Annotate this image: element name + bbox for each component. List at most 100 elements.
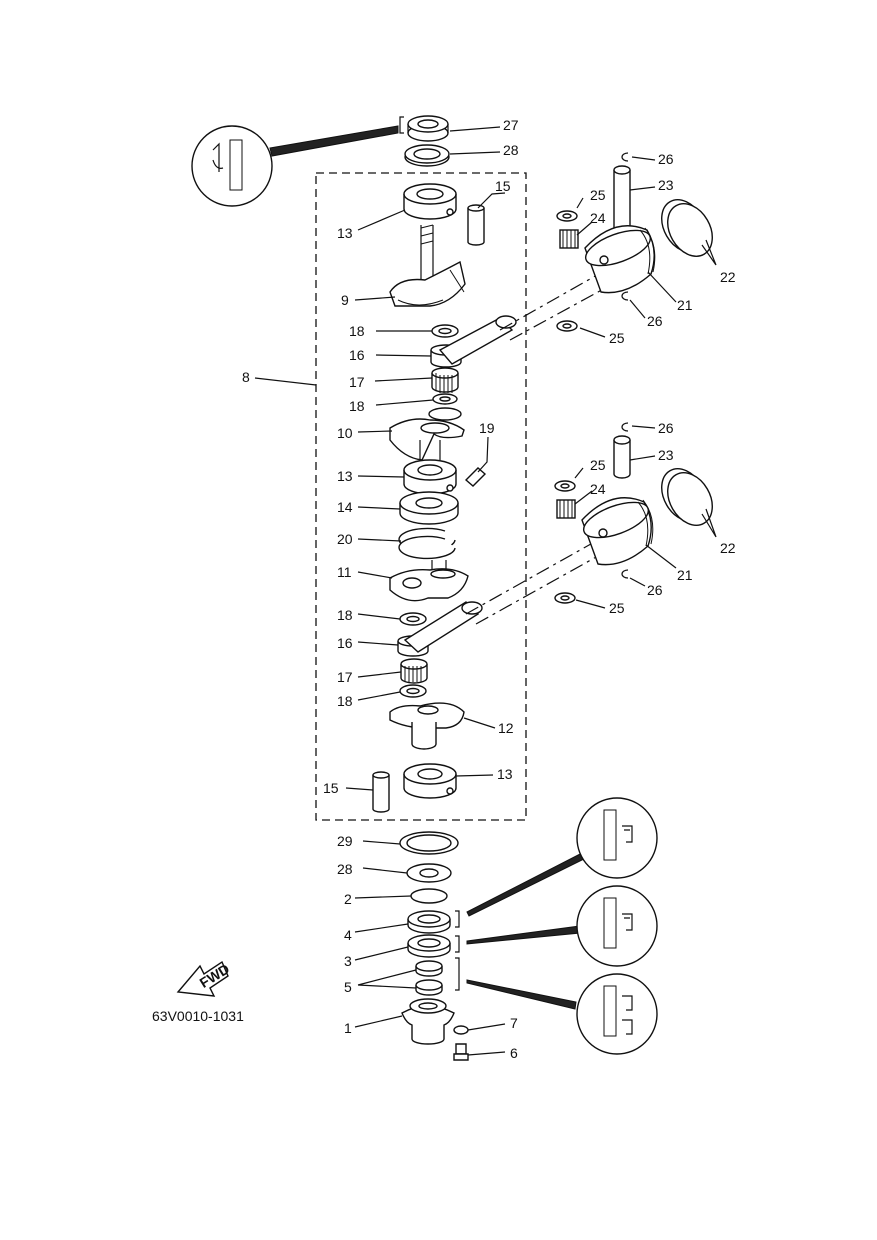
callout-10: 10 bbox=[337, 425, 353, 441]
middle-bearing-13 bbox=[403, 440, 457, 495]
seal-detail-inset-2 bbox=[466, 885, 658, 967]
crank-web-11 bbox=[389, 560, 469, 602]
callout-2: 2 bbox=[344, 891, 352, 907]
thrust-washer-25-bottom-b bbox=[554, 592, 576, 604]
callout-7: 7 bbox=[510, 1015, 518, 1031]
piston-21-top bbox=[584, 225, 656, 294]
callout-29: 29 bbox=[337, 833, 353, 849]
callout-14: 14 bbox=[337, 499, 353, 515]
fwd-arrow: FWD bbox=[176, 960, 233, 997]
callout-26: 26 bbox=[658, 151, 674, 167]
thrust-washer-25-upper-b bbox=[556, 320, 578, 332]
callout-25: 25 bbox=[590, 187, 606, 203]
callout-labels: 27 28 26 15 23 25 24 13 22 9 21 26 18 25… bbox=[242, 117, 736, 1061]
callout-26: 26 bbox=[647, 582, 663, 598]
callout-18: 18 bbox=[349, 323, 365, 339]
callout-20: 20 bbox=[337, 531, 353, 547]
diagram-code: 63V0010-1031 bbox=[152, 1008, 244, 1024]
lower-housing-1 bbox=[401, 998, 455, 1045]
callout-24: 24 bbox=[590, 481, 606, 497]
labyrinth-seal-14 bbox=[399, 491, 459, 525]
callout-18: 18 bbox=[337, 693, 353, 709]
callout-13: 13 bbox=[497, 766, 513, 782]
callout-6: 6 bbox=[510, 1045, 518, 1061]
callout-9: 9 bbox=[341, 292, 349, 308]
oil-seal-3 bbox=[407, 934, 460, 958]
seal-detail-inset-3 bbox=[466, 973, 658, 1055]
callout-28: 28 bbox=[337, 861, 353, 877]
upper-connecting-rod bbox=[438, 261, 621, 365]
small-end-bearing-24-top bbox=[559, 229, 579, 249]
callout-18: 18 bbox=[349, 398, 365, 414]
callout-28: 28 bbox=[503, 142, 519, 158]
pin-19 bbox=[464, 467, 487, 487]
callout-21: 21 bbox=[677, 297, 693, 313]
callout-1: 1 bbox=[344, 1020, 352, 1036]
piston-pin-23-bottom bbox=[613, 435, 631, 479]
oil-seals-5 bbox=[415, 957, 460, 996]
clip-26-top-b bbox=[621, 291, 629, 301]
circlip-20 bbox=[398, 527, 456, 560]
o-ring-28-top bbox=[404, 144, 450, 167]
small-end-bearing-24-bottom bbox=[556, 499, 576, 519]
callout-24: 24 bbox=[590, 210, 606, 226]
callout-16: 16 bbox=[349, 347, 365, 363]
callout-8: 8 bbox=[242, 369, 250, 385]
callout-13: 13 bbox=[337, 225, 353, 241]
thrust-washer-25-top bbox=[556, 210, 578, 222]
lower-bearing-13 bbox=[403, 763, 457, 799]
callout-25: 25 bbox=[609, 600, 625, 616]
clip-26-bottom-b bbox=[621, 569, 629, 579]
needle-bearing-17-lower bbox=[400, 658, 428, 684]
bearing-18-top bbox=[431, 324, 459, 338]
callout-25: 25 bbox=[590, 457, 606, 473]
bearing-18-lower-a bbox=[399, 612, 427, 626]
callout-4: 4 bbox=[344, 927, 352, 943]
callout-18: 18 bbox=[337, 607, 353, 623]
upper-bearing-13 bbox=[403, 183, 457, 220]
callout-23: 23 bbox=[658, 177, 674, 193]
callout-16: 16 bbox=[337, 635, 353, 651]
callout-21: 21 bbox=[677, 567, 693, 583]
dowel-pin-15-bottom bbox=[372, 771, 390, 813]
callout-22: 22 bbox=[720, 540, 736, 556]
oil-seal-4 bbox=[407, 910, 460, 934]
callout-27: 27 bbox=[503, 117, 519, 133]
o-ring-28-bottom bbox=[406, 863, 452, 883]
fwd-label: FWD bbox=[197, 960, 233, 990]
callout-22: 22 bbox=[720, 269, 736, 285]
washer-7 bbox=[453, 1025, 469, 1035]
callout-12: 12 bbox=[498, 720, 514, 736]
piston-rings-22-bottom bbox=[661, 468, 713, 526]
callout-25: 25 bbox=[609, 330, 625, 346]
needle-bearing-17-top bbox=[431, 367, 459, 393]
o-ring-2 bbox=[410, 888, 448, 904]
callout-15: 15 bbox=[495, 178, 511, 194]
gasket-29 bbox=[399, 831, 459, 855]
thrust-washer-25-bottom-a bbox=[554, 480, 576, 492]
lower-connecting-rod bbox=[403, 539, 599, 653]
bearing-18-lower-b bbox=[399, 684, 427, 698]
callout-15: 15 bbox=[323, 780, 339, 796]
crank-web-12 bbox=[389, 702, 465, 750]
callout-17: 17 bbox=[337, 669, 353, 685]
dowel-pin-15-top bbox=[467, 204, 485, 246]
callout-3: 3 bbox=[344, 953, 352, 969]
callout-19: 19 bbox=[479, 420, 495, 436]
clip-26-bottom-a bbox=[621, 422, 629, 432]
callout-26: 26 bbox=[647, 313, 663, 329]
crank-web-9 bbox=[389, 224, 466, 307]
callout-17: 17 bbox=[349, 374, 365, 390]
bolt-6 bbox=[453, 1043, 469, 1061]
seal-detail-inset-1 bbox=[466, 797, 658, 917]
oil-seal-27 bbox=[399, 115, 449, 142]
bearing-18-mid bbox=[432, 393, 458, 405]
leader-lines bbox=[254, 126, 717, 1056]
piston-rings-22-top bbox=[661, 199, 713, 257]
crank-web-10 bbox=[389, 407, 465, 461]
clip-26-top-a bbox=[621, 152, 629, 162]
top-detail-inset bbox=[191, 125, 399, 207]
crankshaft-assembly-box bbox=[315, 172, 527, 821]
piston-pin-23-top bbox=[613, 165, 631, 233]
